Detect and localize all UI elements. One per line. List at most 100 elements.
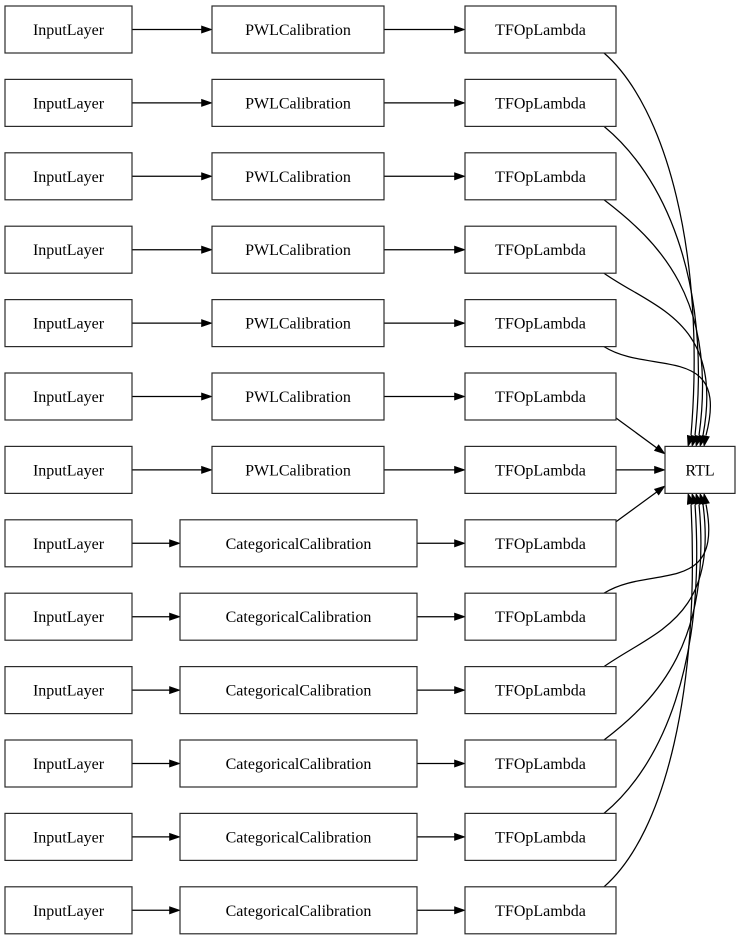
node-tfoplambda-9-box [464,665,617,715]
node-calibration-5-label: PWLCalibration [245,389,351,406]
edge-lambda-to-rtl-7-arrowhead [653,485,666,496]
node-tfoplambda-11: TFOpLambda [464,812,617,862]
node-calibration-11: CategoricalCalibration [179,812,418,862]
node-input-layer-5-label: InputLayer [33,389,105,406]
node-input-layer-1-box [4,78,133,128]
node-calibration-7: CategoricalCalibration [179,519,418,568]
node-tfoplambda-3: TFOpLambda [464,225,617,274]
node-tfoplambda-0-label: TFOpLambda [495,22,586,39]
node-tfoplambda-3-box [464,225,617,274]
node-tfoplambda-4-box [464,299,617,348]
node-tfoplambda-12: TFOpLambda [464,886,617,935]
node-calibration-0-box [211,5,385,54]
edge-calibration-to-lambda-1-arrowhead [454,98,466,107]
node-calibration-10: CategoricalCalibration [179,739,418,788]
node-input-layer-3: InputLayer [4,225,133,274]
node-input-layer-4-label: InputLayer [33,316,105,333]
edge-input-to-calibration-8-arrowhead [169,612,181,621]
node-tfoplambda-6-box [464,445,617,494]
edge-lambda-to-rtl-7 [615,491,657,523]
edge-lambda-to-rtl-10 [603,504,702,741]
node-input-layer-12-box [4,886,133,935]
edge-calibration-to-lambda-4-arrowhead [454,319,466,328]
edge-calibration-to-lambda-9-arrowhead [454,686,466,695]
node-input-layer-2-label: InputLayer [33,169,105,186]
node-calibration-7-label: CategoricalCalibration [226,536,372,553]
node-input-layer-8-label: InputLayer [33,609,105,626]
node-input-layer-10-box [4,739,133,788]
node-input-layer-4-box [4,299,133,348]
node-tfoplambda-2: TFOpLambda [464,152,617,201]
node-calibration-6: PWLCalibration [211,445,385,494]
node-tfoplambda-8: TFOpLambda [464,592,617,641]
node-input-layer-7-box [4,519,133,568]
node-tfoplambda-4: TFOpLambda [464,299,617,348]
node-calibration-6-label: PWLCalibration [245,462,351,479]
edge-lambda-to-rtl-8 [603,504,710,594]
node-tfoplambda-2-label: TFOpLambda [495,169,586,186]
edge-lambda-to-rtl-5-arrowhead [653,444,666,455]
node-input-layer-10: InputLayer [4,739,133,788]
edge-lambda-to-rtl-3 [603,272,708,436]
edge-lambda-to-rtl-4-arrowhead [701,435,710,448]
edge-calibration-to-lambda-2-arrowhead [454,172,466,181]
edge-calibration-to-lambda-7-arrowhead [454,539,466,548]
node-tfoplambda-1: TFOpLambda [464,78,617,128]
node-tfoplambda-9-label: TFOpLambda [495,683,586,700]
edge-input-to-calibration-6-arrowhead [201,465,213,474]
edge-input-to-calibration-2-arrowhead [201,172,213,181]
edge-input-to-calibration-0-arrowhead [201,25,213,34]
node-calibration-3-box [211,225,385,274]
node-tfoplambda-9: TFOpLambda [464,665,617,715]
node-calibration-12-label: CategoricalCalibration [226,903,372,920]
node-tfoplambda-3-label: TFOpLambda [495,242,586,259]
node-input-layer-8-box [4,592,133,641]
node-calibration-12: CategoricalCalibration [179,886,418,935]
edge-input-to-calibration-12-arrowhead [169,906,181,915]
edge-lambda-to-rtl-5 [615,417,657,449]
node-input-layer-4: InputLayer [4,299,133,348]
node-input-layer-2: InputLayer [4,152,133,201]
node-input-layer-6: InputLayer [4,445,133,494]
node-calibration-12-box [179,886,418,935]
node-tfoplambda-10: TFOpLambda [464,739,617,788]
node-calibration-5-box [211,372,385,421]
node-input-layer-0-box [4,5,133,54]
edge-calibration-to-lambda-12-arrowhead [454,906,466,915]
node-calibration-4-box [211,299,385,348]
node-input-layer-1-label: InputLayer [33,95,105,112]
node-input-layer-6-box [4,445,133,494]
node-calibration-4-label: PWLCalibration [245,316,351,333]
edge-lambda-to-rtl-2 [603,199,704,436]
node-calibration-8: CategoricalCalibration [179,592,418,641]
edge-lambda-to-rtl-1 [603,125,699,436]
node-input-layer-2-box [4,152,133,201]
node-calibration-1-box [211,78,385,128]
edge-input-to-calibration-11-arrowhead [169,832,181,841]
node-tfoplambda-8-label: TFOpLambda [495,609,586,626]
node-rtl: RTL [664,445,736,494]
edge-input-to-calibration-10-arrowhead [169,759,181,768]
node-calibration-0-label: PWLCalibration [245,22,351,39]
node-input-layer-12: InputLayer [4,886,133,935]
node-calibration-6-box [211,445,385,494]
edge-lambda-to-rtl-9 [603,504,706,668]
node-tfoplambda-7-label: TFOpLambda [495,536,586,553]
node-input-layer-9-box [4,665,133,715]
node-tfoplambda-1-label: TFOpLambda [495,95,586,112]
node-input-layer-11-label: InputLayer [33,829,105,846]
node-tfoplambda-1-box [464,78,617,128]
node-input-layer-3-label: InputLayer [33,242,105,259]
node-calibration-2-label: PWLCalibration [245,169,351,186]
node-tfoplambda-12-label: TFOpLambda [495,903,586,920]
node-tfoplambda-7: TFOpLambda [464,519,617,568]
node-tfoplambda-0-box [464,5,617,54]
node-calibration-9-label: CategoricalCalibration [226,683,372,700]
node-rtl-box [664,445,736,494]
edge-calibration-to-lambda-10-arrowhead [454,759,466,768]
edge-lambda-to-rtl-12-arrowhead [686,492,695,505]
node-tfoplambda-0: TFOpLambda [464,5,617,54]
node-tfoplambda-6: TFOpLambda [464,445,617,494]
